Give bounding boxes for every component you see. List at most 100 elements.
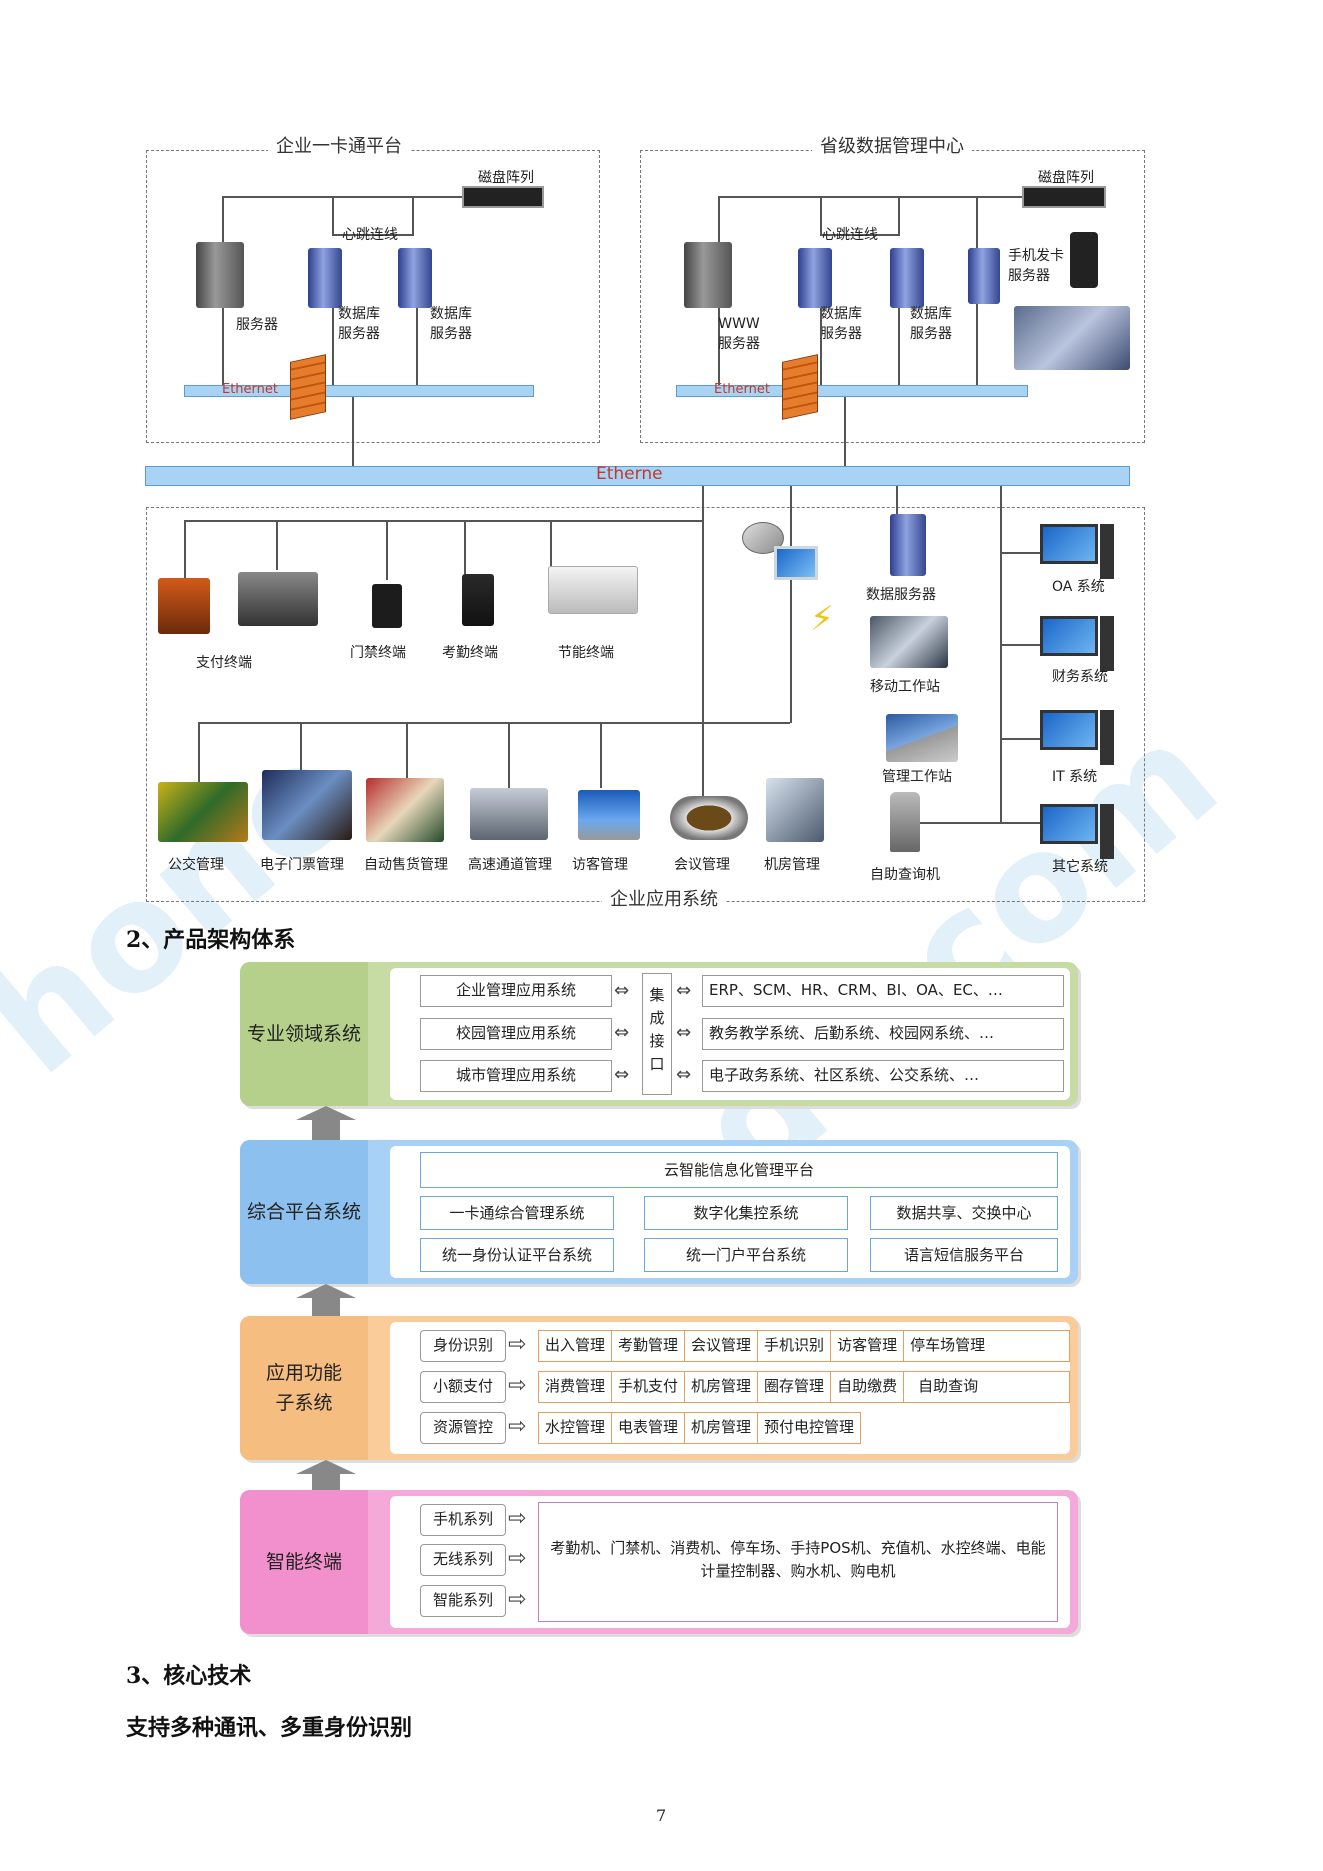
wireless-icon: ⚡ bbox=[810, 599, 834, 639]
gate-management-image bbox=[470, 788, 548, 840]
bottom-panel-frame bbox=[146, 507, 1145, 902]
terminal-label: 门禁终端 bbox=[350, 645, 406, 661]
section3-heading: 3、核心技术 bbox=[126, 1663, 252, 1689]
app-item: 自助缴费 bbox=[831, 1372, 905, 1402]
app-item: 考勤管理 bbox=[612, 1331, 686, 1361]
left-db1-label: 数据库 服务器 bbox=[338, 306, 380, 342]
bus-management-image bbox=[158, 782, 248, 842]
db-server-icon bbox=[798, 248, 832, 308]
management-label: 访客管理 bbox=[572, 857, 628, 873]
pos-terminal-icon bbox=[238, 572, 318, 626]
app-item: 消费管理 bbox=[539, 1372, 613, 1402]
vending-management-image bbox=[366, 778, 444, 842]
left-ethernet-bar bbox=[184, 385, 534, 397]
left-panel-title: 企业一卡通平台 bbox=[268, 132, 410, 158]
terminal-label: 考勤终端 bbox=[442, 645, 498, 661]
app-item: 机房管理 bbox=[685, 1372, 759, 1402]
laptop-image bbox=[886, 714, 958, 762]
bidirectional-arrow-icon: ⇔ bbox=[676, 1064, 692, 1085]
mobile-phones-image bbox=[1014, 306, 1130, 370]
right-arrow-icon: ⇨ bbox=[508, 1414, 527, 1439]
app-row-head: 资源管控 bbox=[420, 1412, 506, 1444]
app-item: 电表管理 bbox=[612, 1413, 686, 1443]
management-label: 机房管理 bbox=[764, 857, 820, 873]
finance-system-pc-icon bbox=[1040, 616, 1116, 672]
terminal-label: 支付终端 bbox=[196, 655, 252, 671]
terminal-series-box: 手机系列 bbox=[420, 1504, 506, 1536]
left-heartbeat-label: 心跳连线 bbox=[342, 227, 398, 243]
right-arrow-icon: ⇨ bbox=[508, 1332, 527, 1357]
section2-heading: 2、产品架构体系 bbox=[126, 927, 296, 953]
right-disk-array-icon bbox=[1022, 186, 1106, 208]
app-item: 水控管理 bbox=[539, 1413, 613, 1443]
band-label: 综合平台系统 bbox=[240, 1140, 368, 1284]
management-label: 电子门票管理 bbox=[260, 857, 344, 873]
right-panel-title: 省级数据管理中心 bbox=[812, 132, 972, 158]
right-arrow-icon: ⇨ bbox=[508, 1506, 527, 1531]
right-column-label: 移动工作站 bbox=[870, 679, 940, 695]
app-row-head: 身份识别 bbox=[420, 1330, 506, 1362]
platform-box: 数字化集控系统 bbox=[644, 1196, 848, 1230]
left-ethernet-label: Ethernet bbox=[222, 382, 278, 397]
platform-box: 语言短信服务平台 bbox=[870, 1238, 1058, 1272]
integration-interface-box: 集 成 接 口 bbox=[642, 973, 672, 1095]
system-label: 其它系统 bbox=[1052, 859, 1108, 875]
app-row-items: 消费管理 手机支付 机房管理 圈存管理 自助缴费 自助查询 bbox=[538, 1371, 1070, 1403]
app-item: 访客管理 bbox=[831, 1331, 905, 1361]
data-server-icon bbox=[890, 514, 926, 576]
app-item: 出入管理 bbox=[539, 1331, 613, 1361]
right-heartbeat-label: 心跳连线 bbox=[822, 227, 878, 243]
left-disk-array-icon bbox=[462, 186, 544, 208]
other-system-pc-icon bbox=[1040, 804, 1116, 860]
platform-box: 数据共享、交换中心 bbox=[870, 1196, 1058, 1230]
platform-top-box: 云智能信息化管理平台 bbox=[420, 1152, 1058, 1188]
terminal-series-box: 无线系列 bbox=[420, 1544, 506, 1576]
up-arrow-icon bbox=[296, 1284, 356, 1318]
system-label: 财务系统 bbox=[1052, 669, 1108, 685]
server-room-image bbox=[766, 778, 824, 842]
bidirectional-arrow-icon: ⇔ bbox=[614, 1064, 630, 1085]
bidirectional-arrow-icon: ⇔ bbox=[676, 1022, 692, 1043]
bidirectional-arrow-icon: ⇔ bbox=[614, 980, 630, 1001]
sms-server-icon bbox=[968, 248, 1000, 304]
it-system-pc-icon bbox=[1040, 710, 1116, 766]
right-column-label: 数据服务器 bbox=[866, 587, 936, 603]
left-server-label: 服务器 bbox=[236, 317, 278, 333]
visitor-management-image bbox=[578, 790, 640, 840]
terminal-description-box: 考勤机、门禁机、消费机、停车场、手持POS机、充值机、水控终端、电能计量控制器、… bbox=[538, 1502, 1058, 1622]
platform-box: 统一门户平台系统 bbox=[644, 1238, 848, 1272]
right-ethernet-bar bbox=[676, 385, 1028, 397]
app-row-items: 水控管理 电表管理 机房管理 预付电控管理 bbox=[538, 1412, 862, 1444]
platform-box: 统一身份认证平台系统 bbox=[420, 1238, 614, 1272]
right-arrow-icon: ⇨ bbox=[508, 1587, 527, 1612]
right-db1-label: 数据库 服务器 bbox=[820, 306, 862, 342]
ticket-management-image bbox=[262, 770, 352, 840]
domain-right-box: 电子政务系统、社区系统、公交系统、… bbox=[702, 1060, 1064, 1092]
bidirectional-arrow-icon: ⇔ bbox=[676, 980, 692, 1001]
app-item: 手机支付 bbox=[612, 1372, 686, 1402]
firewall-icon bbox=[290, 354, 326, 420]
attendance-terminal-icon bbox=[462, 574, 494, 626]
db-server-icon bbox=[308, 248, 342, 308]
system-label: OA 系统 bbox=[1052, 579, 1105, 595]
terminal-series-box: 智能系列 bbox=[420, 1585, 506, 1617]
bottom-panel-title: 企业应用系统 bbox=[602, 885, 726, 911]
right-ethernet-label: Ethernet bbox=[714, 382, 770, 397]
app-item: 会议管理 bbox=[685, 1331, 759, 1361]
app-item: 停车场管理 bbox=[910, 1336, 986, 1354]
right-arrow-icon: ⇨ bbox=[508, 1373, 527, 1398]
main-ethernet-bar bbox=[145, 466, 1130, 486]
domain-right-box: ERP、SCM、HR、CRM、BI、OA、EC、… bbox=[702, 975, 1064, 1007]
app-item: 手机识别 bbox=[758, 1331, 832, 1361]
access-terminal-icon bbox=[372, 584, 402, 628]
terminal-description-text: 考勤机、门禁机、消费机、停车场、手持POS机、充值机、水控终端、电能计量控制器、… bbox=[550, 1539, 1046, 1580]
page-number: 7 bbox=[656, 1806, 667, 1825]
www-server-icon bbox=[684, 242, 732, 308]
management-label: 高速通道管理 bbox=[468, 857, 552, 873]
app-row-head: 小额支付 bbox=[420, 1371, 506, 1403]
app-item: 自助查询 bbox=[918, 1377, 979, 1395]
band-label: 智能终端 bbox=[240, 1490, 368, 1634]
card-issuer-icon bbox=[1070, 232, 1098, 288]
right-arrow-icon: ⇨ bbox=[508, 1546, 527, 1571]
app-item: 机房管理 bbox=[685, 1413, 759, 1443]
